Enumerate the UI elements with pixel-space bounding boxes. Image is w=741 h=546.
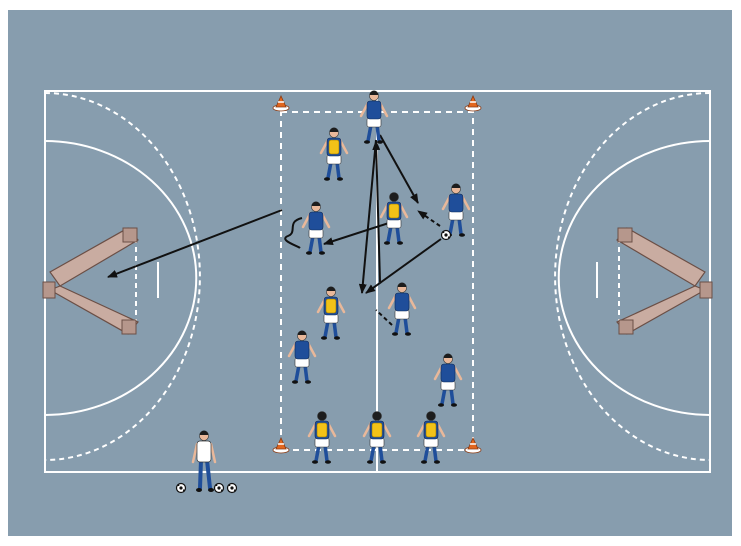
- ball-icon: [442, 231, 451, 240]
- ball-icon: [228, 484, 237, 493]
- ball-icon: [215, 484, 224, 493]
- ball-icon: [177, 484, 186, 493]
